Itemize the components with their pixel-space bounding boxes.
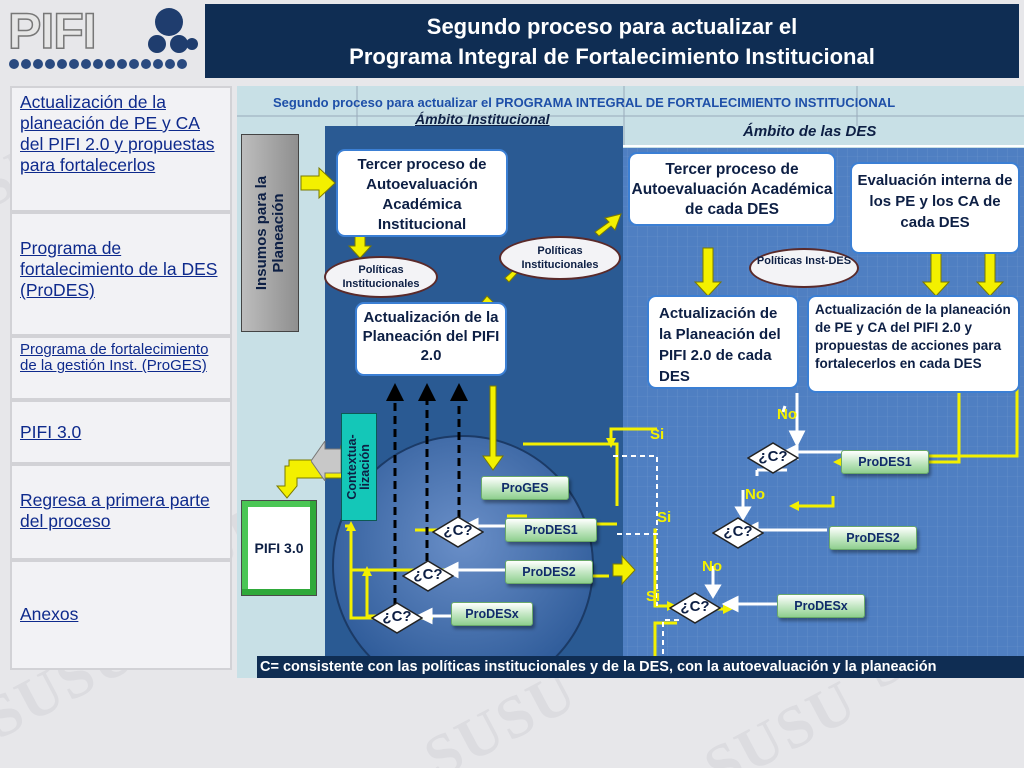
no-label-1: No: [777, 406, 797, 423]
decision-c-inst-1-label: ¿C?: [443, 522, 473, 539]
actualizacion-pe-ca-text: Actualización de la planeación de PE y C…: [815, 302, 1011, 371]
pifi30-box: PIFI 3.0: [241, 500, 317, 596]
contextualizacion-arrow: [311, 441, 341, 481]
sidebar-item-regresa[interactable]: Regresa a primera parte del proceso: [10, 464, 232, 560]
logo-text: PIFI: [8, 4, 96, 59]
no-label-2: No: [745, 486, 765, 503]
diagram-top-title: Segundo proceso para actualizar el PROGR…: [273, 95, 896, 110]
pifi-logo: PIFI: [6, 2, 201, 76]
decision-c-des-2-label: ¿C?: [723, 523, 753, 540]
politicas-inst-ellipse-1: Políticas Institucionales: [324, 256, 438, 298]
evaluacion-interna-box: Evaluación interna de los PE y los CA de…: [850, 162, 1020, 254]
tercer-proceso-des-box: Tercer proceso de Autoevaluación Académi…: [628, 152, 836, 226]
actualizacion-pe-ca-box: Actualización de la planeación de PE y C…: [807, 295, 1020, 393]
prodes1-des-button[interactable]: ProDES1: [841, 450, 929, 474]
prodes2-des-button[interactable]: ProDES2: [829, 526, 917, 550]
sidebar-item-pifi30[interactable]: PIFI 3.0: [10, 400, 232, 464]
decision-c-inst-3: ¿C?: [371, 602, 423, 634]
sidebar-item-prodes[interactable]: Programa de fortalecimiento de la DES (P…: [10, 212, 232, 336]
si-label-2: Si: [657, 509, 672, 526]
decision-c-inst-2-label: ¿C?: [413, 566, 443, 583]
sidebar-nav: Actualización de la planeación de PE y C…: [10, 86, 232, 670]
proges-button[interactable]: ProGES: [481, 476, 569, 500]
contextualizacion-box: Contextua-lización: [341, 413, 377, 521]
sidebar-link-proges[interactable]: Programa de fortalecimiento de la gestió…: [20, 341, 209, 374]
actualizacion-pifi-text: Actualización de la Planeación del PIFI …: [362, 309, 500, 364]
sidebar-link-prodes[interactable]: Programa de fortalecimiento de la DES (P…: [20, 238, 218, 300]
sidebar-item-proges[interactable]: Programa de fortalecimiento de la gestió…: [10, 336, 232, 400]
politicas-inst-des-ellipse: Políticas Inst-DES: [749, 248, 859, 288]
sidebar-link-pifi30[interactable]: PIFI 3.0: [20, 422, 82, 442]
tercer-proceso-des-text: Tercer proceso de Autoevaluación Académi…: [631, 161, 833, 218]
tercer-proceso-inst-box: Tercer proceso de Autoevaluación Académi…: [336, 149, 508, 237]
contextualizacion-label: Contextua-lización: [345, 434, 372, 500]
politicas-inst-ellipse-2: Políticas Institucionales: [499, 236, 621, 280]
actualizacion-des-box: Actualización de la Planeación del PIFI …: [647, 295, 799, 389]
tercer-proceso-inst-text: Tercer proceso de Autoevaluación Académi…: [357, 156, 487, 233]
si-label-3: Si: [646, 588, 661, 605]
sidebar-link-actualizacion[interactable]: Actualización de la planeación de PE y C…: [20, 92, 215, 175]
insumos-label: Insumos para la Planeación: [253, 175, 287, 291]
sidebar-item-actualizacion[interactable]: Actualización de la planeación de PE y C…: [10, 86, 232, 212]
sidebar-link-regresa[interactable]: Regresa a primera parte del proceso: [20, 490, 210, 531]
page-title-line1: Segundo proceso para actualizar el: [426, 14, 798, 39]
decision-c-des-2: ¿C?: [712, 517, 764, 549]
sidebar-item-anexos[interactable]: Anexos: [10, 560, 232, 670]
process-diagram: Segundo proceso para actualizar el PROGR…: [237, 86, 1024, 678]
decision-c-inst-1: ¿C?: [432, 516, 484, 548]
politicas-inst-text-1: Políticas Institucionales: [342, 264, 420, 290]
actualizacion-des-text: Actualización de la Planeación del PIFI …: [659, 305, 781, 385]
politicas-inst-des-text: Políticas Inst-DES: [756, 255, 852, 267]
prodes2-inst-button[interactable]: ProDES2: [505, 560, 593, 584]
legend-footer: C= consistente con las políticas institu…: [257, 656, 1024, 678]
evaluacion-interna-text: Evaluación interna de los PE y los CA de…: [857, 172, 1013, 231]
decision-c-des-3-label: ¿C?: [680, 598, 710, 615]
pifi30-text: PIFI 3.0: [252, 538, 306, 558]
decision-c-des-1-label: ¿C?: [758, 448, 788, 465]
decision-c-inst-2: ¿C?: [402, 560, 454, 592]
insumos-box: Insumos para la Planeación: [241, 134, 299, 332]
actualizacion-pifi-box: Actualización de la Planeación del PIFI …: [355, 302, 507, 376]
prodesx-inst-button[interactable]: ProDESx: [451, 602, 533, 626]
prodesx-des-button[interactable]: ProDESx: [777, 594, 865, 618]
decision-c-inst-3-label: ¿C?: [382, 608, 412, 625]
politicas-inst-text-2: Políticas Institucionales: [521, 245, 599, 271]
si-label-1: Si: [650, 426, 665, 443]
decision-c-des-1: ¿C?: [747, 442, 799, 474]
ambito-des-label: Ámbito de las DES: [743, 123, 877, 140]
decision-c-des-3: ¿C?: [669, 592, 721, 624]
sidebar-link-anexos[interactable]: Anexos: [20, 604, 79, 624]
prodes1-inst-button[interactable]: ProDES1: [505, 518, 597, 542]
page-header: Segundo proceso para actualizar el Progr…: [205, 4, 1019, 78]
page-title-line2: Programa Integral de Fortalecimiento Ins…: [349, 44, 875, 69]
no-label-3: No: [702, 558, 722, 575]
ambito-institucional-label: Ámbito Institucional: [415, 111, 550, 127]
